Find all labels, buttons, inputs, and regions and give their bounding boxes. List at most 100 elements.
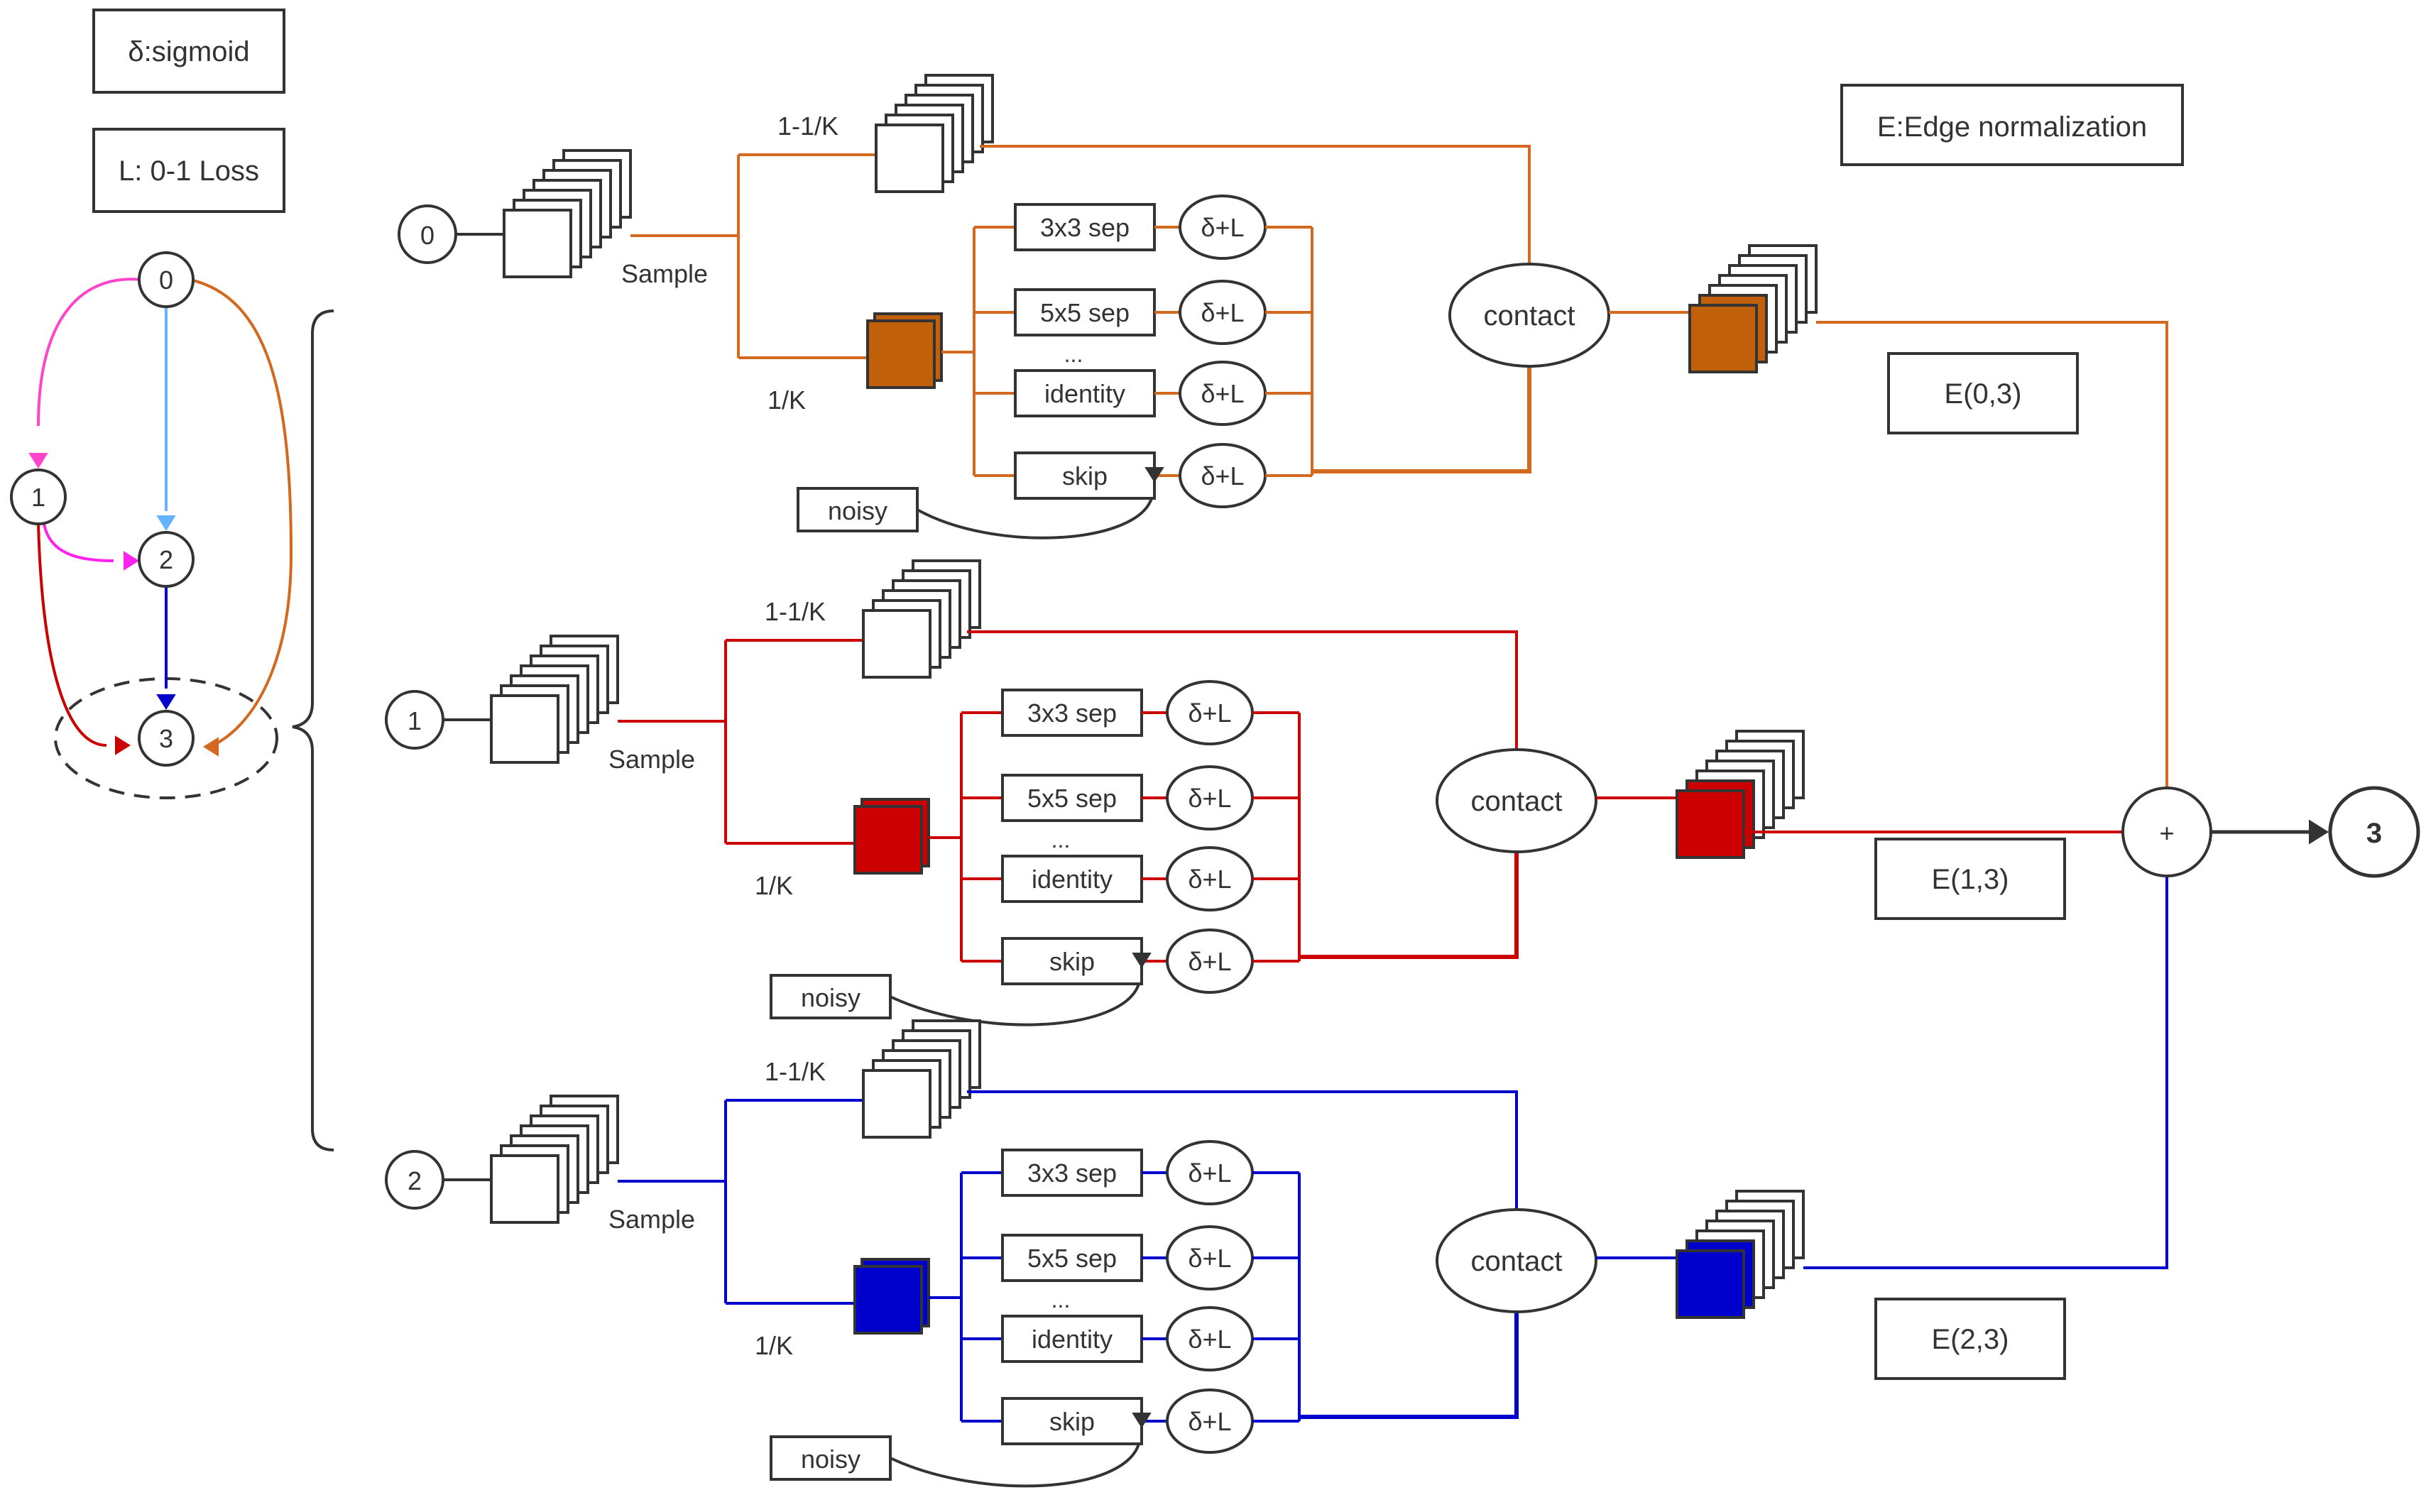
sum-group: +3 (2121, 786, 2420, 878)
input-node-label: 0 (420, 221, 435, 250)
feature-map (862, 1069, 931, 1139)
top-feature-stack (875, 74, 994, 193)
edge-0-1 (37, 278, 143, 427)
input-feature-stack (503, 149, 632, 278)
noisy-label: noisy (801, 1445, 860, 1474)
bottom-branch-label: 1/K (767, 385, 806, 415)
edge-norm-box (1874, 838, 2066, 920)
activation-label: δ+L (1188, 865, 1231, 894)
feature-map (853, 1265, 923, 1335)
edge-1-3 (37, 523, 107, 747)
op-label-skip: skip (1049, 947, 1095, 976)
noisy-label: noisy (828, 496, 887, 525)
legend-edge-norm: E:Edge normalization (1877, 111, 2147, 143)
legend-loss-box (92, 128, 285, 213)
mini-graph: 0 1 2 3 (10, 251, 293, 799)
bottom-branch-label: 1/K (755, 1331, 793, 1360)
output-feature-stack (1688, 244, 1818, 373)
mini-node-label-2: 2 (159, 545, 173, 574)
op-label-5x5-sep: 5x5 sep (1027, 784, 1117, 813)
op-box-3x3-sep (1001, 689, 1143, 737)
op-label-identity: identity (1044, 379, 1125, 408)
top-to-concat-line (967, 1090, 1518, 1210)
concat-ellipse (1436, 748, 1597, 853)
edge-1-2 (43, 523, 114, 562)
edge-0-3-arrow-icon (203, 737, 219, 757)
activation-label: δ+L (1188, 1325, 1231, 1354)
feature-map (853, 805, 923, 875)
concat-label: contact (1484, 300, 1575, 332)
feature-map (1676, 1249, 1745, 1319)
brace (292, 309, 334, 1151)
edge-0-1-arrow-icon (28, 453, 48, 469)
edge-norm-label: E(1,3) (1932, 864, 2009, 895)
op-box-5x5-sep (1001, 774, 1143, 822)
op-label-3x3-sep: 3x3 sep (1027, 1158, 1117, 1188)
concat-ellipse (1448, 263, 1610, 368)
activation-label: δ+L (1188, 699, 1231, 728)
feature-map (862, 609, 931, 679)
top-feature-stack (862, 559, 981, 679)
activation-label: δ+L (1201, 298, 1244, 327)
feature-map (866, 319, 936, 389)
legend-loss: L: 0-1 Loss (119, 155, 259, 187)
feature-map (503, 209, 572, 278)
ops-ellipsis: ... (1064, 341, 1083, 367)
feature-map (1688, 304, 1758, 373)
sample-label: Sample (608, 1205, 695, 1234)
ops-ellipsis: ... (1051, 1287, 1071, 1313)
mini-node-label-1: 1 (31, 483, 45, 512)
output-feature-stack (1676, 1190, 1805, 1319)
op-box-5x5-sep (1001, 1234, 1143, 1282)
activation-label: δ+L (1201, 379, 1244, 408)
ops-to-concat-line (1299, 1306, 1519, 1419)
to-sum-line (1803, 875, 2168, 1269)
edge-1-3-arrow-icon (115, 735, 131, 755)
op-label-3x3-sep: 3x3 sep (1027, 699, 1117, 728)
noisy-label: noisy (801, 983, 860, 1012)
op-label-skip: skip (1062, 461, 1108, 491)
feature-map (490, 1154, 559, 1224)
noisy-curve (917, 498, 1153, 539)
legend-sigmoid: δ:sigmoid (128, 36, 249, 67)
noisy-box (797, 487, 919, 532)
activation-label: δ+L (1188, 1158, 1231, 1188)
noisy-box (770, 1435, 892, 1481)
edge-0-3 (190, 278, 293, 747)
activation-label: δ+L (1201, 213, 1244, 242)
sampled-feature-stack (853, 1258, 930, 1335)
sampled-feature-stack (853, 798, 930, 875)
op-label-5x5-sep: 5x5 sep (1040, 298, 1130, 327)
op-box-identity (1001, 855, 1143, 903)
concat-label: contact (1471, 786, 1563, 817)
mini-node-label-3: 3 (159, 724, 173, 753)
edge-1-2-arrow-icon (124, 551, 139, 571)
noisy-curve (890, 983, 1140, 1026)
mini-node-3 (138, 710, 195, 767)
activation-label: δ+L (1188, 784, 1231, 813)
edge-2-3-arrow-icon (156, 694, 176, 710)
to-sum-line (1816, 321, 2168, 789)
mini-node-label-0: 0 (159, 265, 173, 295)
edge-norm-label: E(2,3) (1932, 1324, 2009, 1355)
activation-label: δ+L (1201, 461, 1244, 491)
top-branch-label: 1-1/K (765, 597, 826, 626)
activation-label: δ+L (1188, 1407, 1231, 1436)
noisy-curve (890, 1443, 1140, 1488)
activation-label: δ+L (1188, 947, 1231, 976)
ops-to-concat-line (1312, 361, 1531, 473)
mini-node-2 (138, 531, 195, 588)
top-branch-label: 1-1/K (765, 1057, 826, 1086)
bottom-branch-label: 1/K (755, 871, 793, 900)
noisy-arrow-icon (1132, 1413, 1152, 1428)
feature-map (1676, 789, 1745, 859)
top-branch-label: 1-1/K (777, 111, 838, 141)
legend: δ:sigmoid L: 0-1 Loss E:Edge normalizati… (92, 9, 2184, 213)
noisy-box (770, 974, 892, 1019)
edge-norm-label: E(0,3) (1945, 378, 2022, 410)
edge-0-2-arrow-icon (156, 515, 176, 531)
